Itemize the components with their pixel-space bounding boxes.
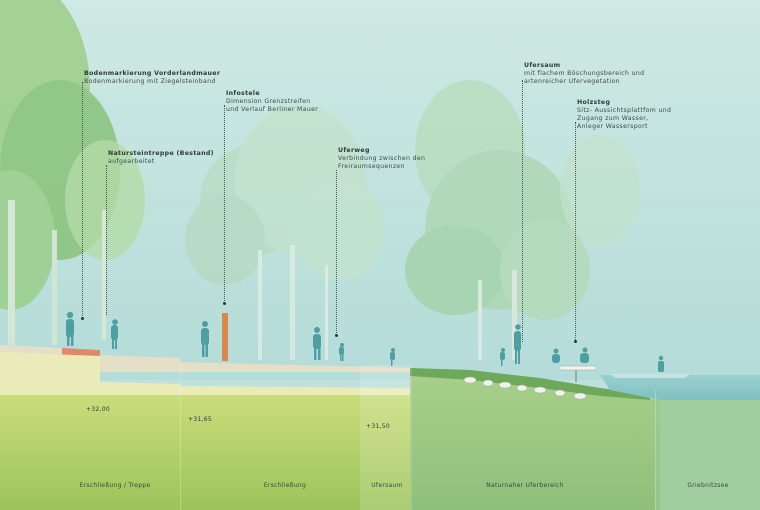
annotation-line: Bodenmarkierung mit Ziegelsteinband xyxy=(84,78,216,85)
annotation-line: Freiraumsequenzen xyxy=(338,163,405,170)
leader-treppe xyxy=(106,165,107,315)
ground-soil-left xyxy=(0,395,415,510)
annotation-line: aufgearbeitet xyxy=(108,158,155,165)
infostele-post xyxy=(222,313,228,361)
annotation-line: mit flachem Böschungsbereich und xyxy=(524,70,645,77)
bank-stones xyxy=(463,376,587,400)
zone-label: Ufersaum xyxy=(371,482,403,489)
elevation-label: +31,50 xyxy=(366,423,391,430)
elevation-label: +31,65 xyxy=(188,416,213,423)
leader-dot-holzsteg xyxy=(574,340,577,343)
annotation-ufersaum: Ufersaum mit flachem Böschungsbereich un… xyxy=(524,62,644,86)
zone-label: Griebnitzsee xyxy=(687,482,729,489)
tree-middle xyxy=(185,105,385,360)
annotation-vorderland: Bodenmarkierung Vorderlandmauer Bodenmar… xyxy=(84,70,220,86)
leader-infostele xyxy=(224,105,225,303)
annotation-line: Zugang zum Wasser, xyxy=(577,115,649,122)
bank-slope xyxy=(410,368,660,510)
annotation-line: und Verlauf Berliner Mauer xyxy=(226,106,319,113)
boat xyxy=(610,374,690,378)
elevation-label: +32,00 xyxy=(86,406,111,413)
annotation-title: Ufersaum xyxy=(524,62,561,69)
zone-label: Naturnaher Uferbereich xyxy=(486,482,564,489)
leader-uferweg xyxy=(336,170,337,335)
leader-vorderland xyxy=(82,82,83,318)
ground-paving xyxy=(0,345,410,372)
annotation-holzsteg: Holzsteg Sitz- Aussichtsplattfom und Zug… xyxy=(577,99,671,131)
annotation-title: Holzsteg xyxy=(577,99,611,106)
ground-layer-1 xyxy=(0,352,410,395)
leader-dot-vorderland xyxy=(81,317,84,320)
people xyxy=(66,311,664,372)
annotation-title: Natursteintreppe (Bestand) xyxy=(108,150,214,157)
annotation-line: Sitz- Aussichtsplattfom und xyxy=(577,107,672,114)
annotation-uferweg: Uferweg Verbindung zwischen den Freiraum… xyxy=(338,147,425,171)
tree-left xyxy=(0,0,145,345)
annotation-title: Uferweg xyxy=(338,147,370,154)
annotation-title: Infostele xyxy=(226,90,260,97)
zone-label: Erschließung / Treppe xyxy=(79,482,151,489)
bank-vegetation xyxy=(410,368,650,400)
leader-holzsteg xyxy=(575,122,576,342)
annotation-line: artenreicher Ufervegetation xyxy=(524,78,620,85)
annotation-line: Verbindung zwischen den xyxy=(338,155,426,162)
leader-dot-infostele xyxy=(223,302,226,305)
zone-label: Erschließung xyxy=(263,482,307,489)
annotation-infostele: Infostele Dimension Grenzstreifen und Ve… xyxy=(226,90,318,114)
annotation-treppe: Natursteintreppe (Bestand) aufgearbeitet xyxy=(108,150,214,166)
annotation-line: Dimension Grenzstreifen xyxy=(226,98,311,105)
lake-bed xyxy=(655,400,760,510)
lake-water xyxy=(600,375,760,400)
annotation-title: Bodenmarkierung Vorderlandmauer xyxy=(84,70,221,77)
holzsteg xyxy=(559,365,597,371)
annotation-line: Anleger Wassersport xyxy=(577,123,648,130)
leader-ufersaum xyxy=(522,80,523,342)
leader-dot-uferweg xyxy=(335,334,338,337)
